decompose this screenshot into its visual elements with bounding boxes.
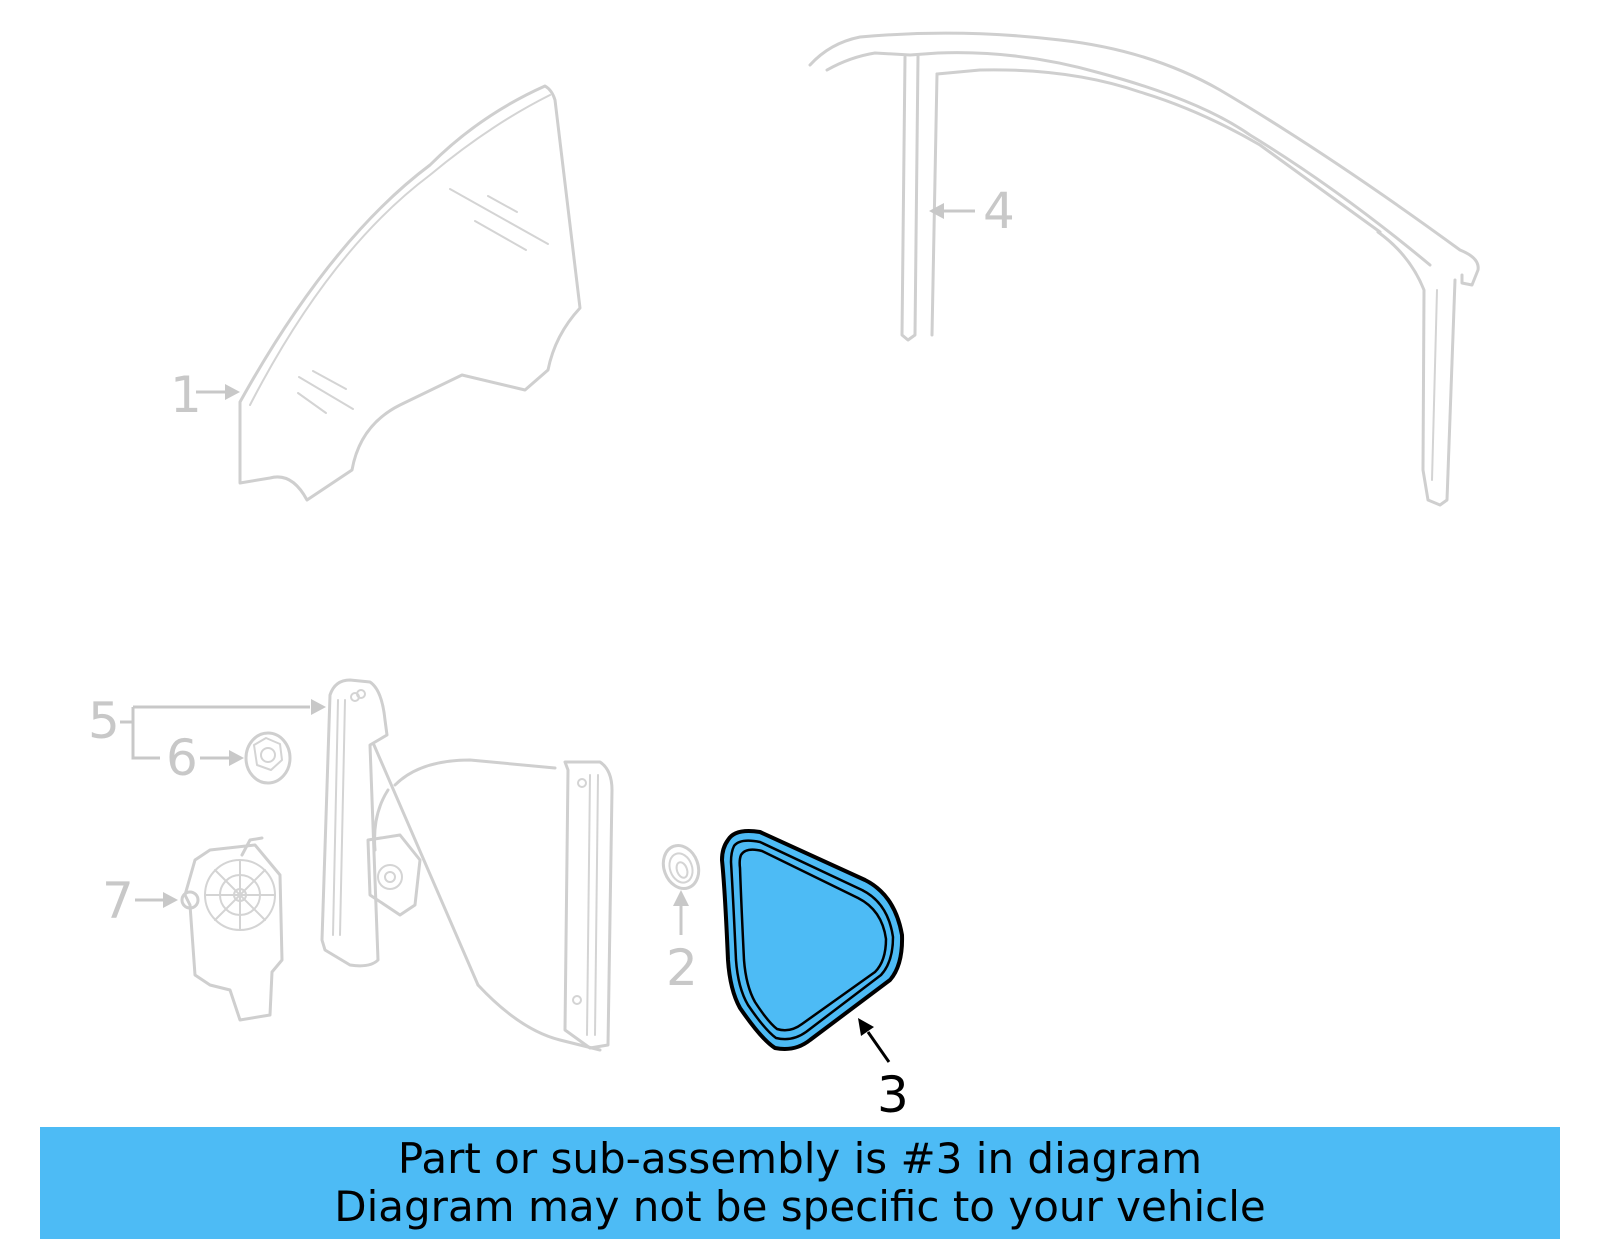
part-3-water-shield-highlighted[interactable]: [720, 829, 905, 1051]
svg-text:7: 7: [102, 872, 134, 930]
info-banner: Part or sub-assembly is #3 in diagram Di…: [40, 1127, 1560, 1239]
callout-3-active: 3: [858, 1018, 909, 1124]
callout-7: 7: [102, 872, 178, 930]
svg-text:4: 4: [983, 182, 1015, 240]
part-5-window-regulator[interactable]: [320, 678, 614, 1052]
callout-1: 1: [170, 366, 240, 424]
part-6-nut[interactable]: [244, 731, 292, 785]
part-4-weatherstrip[interactable]: [808, 31, 1480, 507]
banner-line-part-number: Part or sub-assembly is #3 in diagram: [397, 1134, 1203, 1183]
svg-text:6: 6: [166, 729, 198, 787]
banner-line-disclaimer: Diagram may not be specific to your vehi…: [334, 1182, 1266, 1231]
svg-text:5: 5: [88, 692, 120, 750]
callout-5: 5: [88, 692, 326, 760]
part-7-window-motor[interactable]: [180, 836, 284, 1022]
callout-4: 4: [929, 182, 1015, 240]
svg-text:3: 3: [877, 1066, 909, 1124]
callout-6: 6: [166, 729, 244, 787]
part-2-grommet[interactable]: [658, 841, 705, 894]
svg-text:1: 1: [170, 366, 202, 424]
svg-text:2: 2: [666, 939, 698, 997]
callout-2: 2: [666, 890, 698, 997]
part-1-door-glass[interactable]: [238, 84, 582, 502]
